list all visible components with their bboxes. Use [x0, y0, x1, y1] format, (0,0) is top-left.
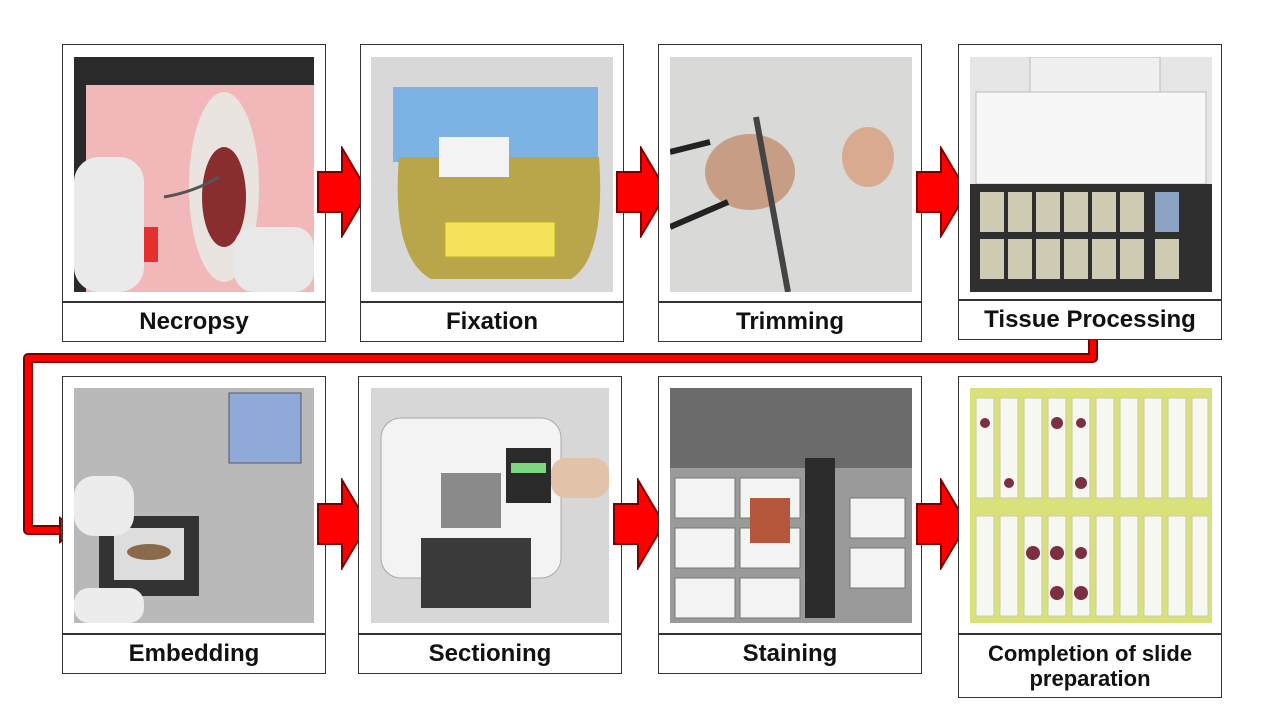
step-label: Fixation	[360, 302, 624, 342]
step-label: Trimming	[658, 302, 922, 342]
slides-photo	[970, 388, 1212, 623]
staining-photo	[670, 388, 912, 623]
microtome-photo	[371, 388, 609, 623]
step-label: Staining	[658, 634, 922, 674]
step-label: Tissue Processing	[958, 300, 1222, 340]
embedding-photo	[74, 388, 314, 623]
trimming-photo	[670, 57, 912, 292]
step-label: Necropsy	[62, 302, 326, 342]
flow-arrow	[916, 146, 969, 238]
flow-arrow	[613, 478, 666, 570]
flow-arrow	[616, 146, 669, 238]
tissue-processor-photo	[970, 57, 1212, 292]
step-label: Sectioning	[358, 634, 622, 674]
flow-arrow	[317, 146, 370, 238]
step-label: Embedding	[62, 634, 326, 674]
flow-arrow	[317, 478, 370, 570]
fixation-photo	[371, 57, 613, 292]
flow-arrow	[916, 478, 969, 570]
step-label: Completion of slide preparation	[958, 634, 1222, 698]
necropsy-photo	[74, 57, 314, 292]
